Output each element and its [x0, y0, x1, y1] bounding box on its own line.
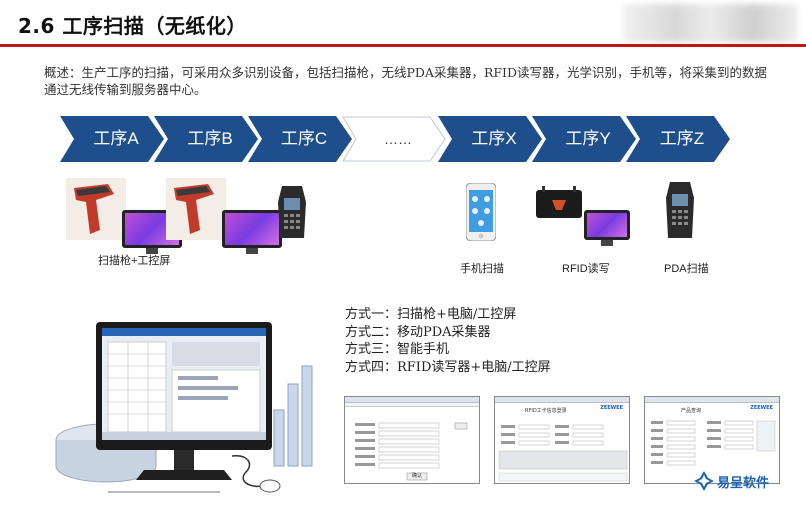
screenshot-thumb-scan-form: 确认: [344, 396, 480, 484]
page-title: 2.6 工序扫描（无纸化）: [18, 14, 247, 38]
thumb-title: RFID工卡信息登录: [525, 408, 567, 414]
chevron-step-x: 工序X: [438, 116, 542, 162]
step-label: 工序Y: [565, 129, 611, 148]
blurred-logo: [622, 4, 798, 42]
chevron-step-a: 工序A: [60, 116, 164, 162]
step-label: 工序C: [280, 129, 328, 148]
thumb-logo: ZEEWEE: [750, 405, 773, 411]
thumb-title: 产品查询: [681, 408, 702, 414]
scanner-gun-icon: [66, 178, 126, 240]
method-item: 方式二：移动PDA采集器: [345, 324, 491, 340]
phone-caption: 手机扫描: [460, 263, 504, 275]
chevron-step-z: 工序Z: [626, 116, 730, 162]
pda-device-icon: [660, 180, 700, 240]
rfid-caption: RFID读写: [562, 263, 610, 275]
thumb-logo: ZEEWEE: [600, 405, 623, 411]
touch-panel-icon: [584, 210, 630, 246]
step-label: 工序Z: [659, 129, 705, 148]
scanner-caption: 扫描枪+工控屏: [98, 255, 171, 267]
pda-caption: PDA扫描: [664, 263, 709, 275]
rfid-reader-icon: [534, 186, 584, 222]
screenshot-thumb-rfid-login: RFID工卡信息登录 ZEEWEE: [494, 396, 630, 484]
chevron-step-c: 工序C: [248, 116, 352, 162]
step-label: 工序X: [471, 129, 517, 148]
screenshot-thumb-product-query: 产品查询 ZEEWEE: [644, 396, 780, 484]
pda-device-icon: [272, 184, 312, 240]
chevron-ellipsis: ……: [342, 116, 446, 162]
title-divider: [0, 44, 806, 47]
chevron-step-y: 工序Y: [532, 116, 636, 162]
chevron-step-b: 工序B: [154, 116, 258, 162]
brand-logo-icon: [694, 471, 714, 491]
method-item: 方式四：RFID读写器+电脑/工控屏: [345, 359, 551, 375]
title-bar: 2.6 工序扫描（无纸化）: [0, 0, 806, 48]
touch-panel-icon: [222, 210, 282, 254]
method-item: 方式三：智能手机: [345, 342, 450, 357]
step-label: 工序A: [93, 129, 139, 148]
brand-mark: 易呈软件: [693, 470, 779, 492]
smartphone-icon: [465, 182, 497, 242]
methods-list: 方式一：扫描枪+电脑/工控屏 方式二：移动PDA采集器 方式三：智能手机 方式四…: [345, 306, 551, 376]
pc-illustration: [48, 304, 318, 510]
overview-text: 概述：生产工序的扫描，可采用众多识别设备，包括扫描枪，无线PDA采集器，RFID…: [44, 65, 768, 97]
brand-name: 易呈软件: [717, 476, 770, 491]
process-chevrons: 工序A 工序B 工序C …… 工序X 工序Y 工序Z: [60, 116, 740, 162]
method-item: 方式一：扫描枪+电脑/工控屏: [345, 307, 517, 322]
step-label: ……: [384, 131, 412, 147]
step-label: 工序B: [187, 129, 233, 148]
scanner-gun-icon: [166, 178, 226, 240]
confirm-button[interactable]: 确认: [411, 473, 422, 479]
